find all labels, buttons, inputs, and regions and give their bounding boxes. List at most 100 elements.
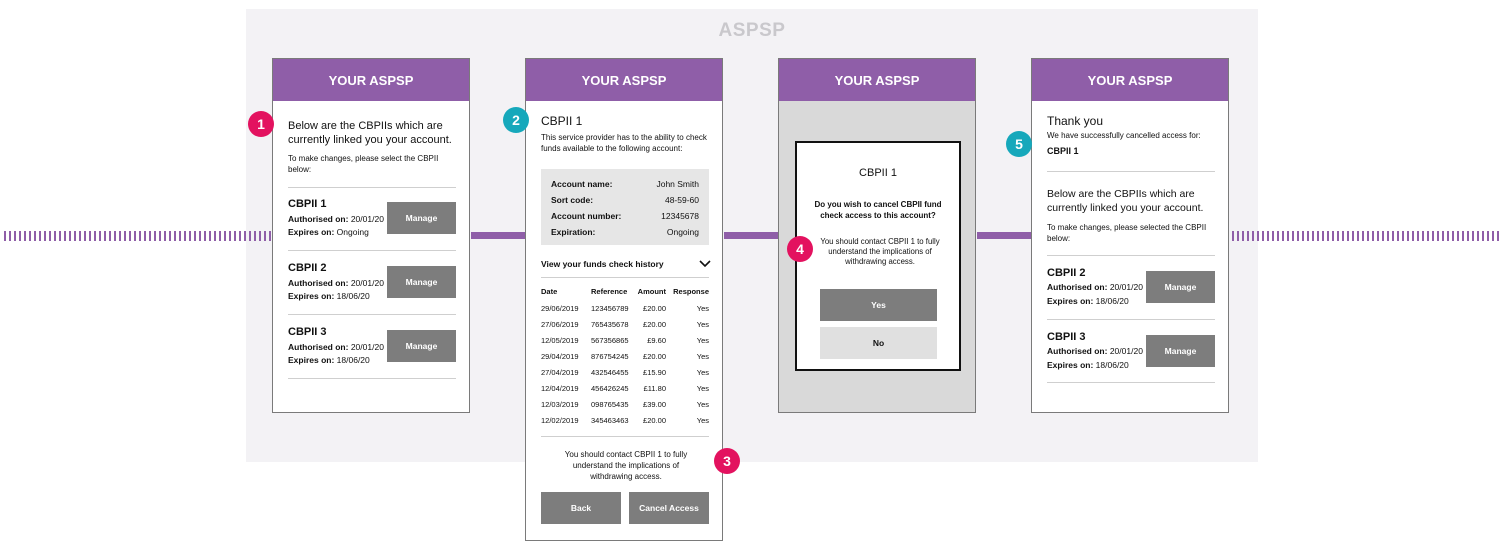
account-row: Expiration:Ongoing (551, 227, 699, 237)
divider (288, 378, 456, 379)
table-cell: 29/06/2019 (541, 304, 579, 313)
table-header-cell: Amount (637, 287, 666, 296)
table-cell: 27/04/2019 (541, 368, 579, 377)
table-cell: Yes (696, 384, 709, 393)
cbpii-name: CBPII 2 (1047, 267, 1086, 279)
table-cell: 12/05/2019 (541, 336, 579, 345)
manage-button[interactable]: Manage (387, 330, 456, 362)
no-button[interactable]: No (820, 327, 937, 359)
table-cell: £20.00 (643, 320, 666, 329)
flow-connector-left (4, 231, 272, 241)
table-cell: 29/04/2019 (541, 352, 579, 361)
table-header-cell: Response (673, 287, 709, 296)
flow-connector-3-4 (977, 232, 1032, 239)
back-button[interactable]: Back (541, 492, 621, 524)
history-toggle[interactable]: View your funds check history (541, 256, 711, 272)
chevron-down-icon (699, 260, 711, 268)
table-cell: 098765435 (591, 400, 629, 409)
table-cell: Yes (696, 304, 709, 313)
manage-button[interactable]: Manage (1146, 335, 1215, 367)
screen-confirm-cancel: YOUR ASPSP CBPII 1 Do you wish to cancel… (778, 58, 976, 413)
table-cell: 567356865 (591, 336, 629, 345)
step-badge: 2 (503, 107, 529, 133)
table-cell: £11.80 (643, 384, 666, 393)
table-cell: £20.00 (643, 416, 666, 425)
manage-button[interactable]: Manage (387, 202, 456, 234)
divider (288, 250, 456, 251)
table-cell: £20.00 (643, 304, 666, 313)
intro-text: Below are the CBPIIs which are currently… (288, 120, 452, 146)
table-cell: £9.60 (647, 336, 666, 345)
cbpii-name: CBPII 2 (288, 262, 327, 274)
manage-button[interactable]: Manage (387, 266, 456, 298)
modal-title: CBPII 1 (859, 167, 897, 179)
divider (1047, 319, 1215, 320)
table-cell: Yes (696, 336, 709, 345)
table-cell: Yes (696, 320, 709, 329)
table-cell: 345463463 (591, 416, 629, 425)
divider (288, 314, 456, 315)
detail-description: This service provider has to the ability… (541, 133, 707, 153)
cbpii-name: CBPII 1 (288, 198, 327, 210)
divider (288, 187, 456, 188)
manage-button[interactable]: Manage (1146, 271, 1215, 303)
table-cell: Yes (696, 352, 709, 361)
expires-line: Expires on: 18/06/20 (288, 291, 370, 301)
flow-connector-right (1232, 231, 1500, 241)
table-cell: 27/06/2019 (541, 320, 579, 329)
authorised-line: Authorised on: 20/01/20 (288, 342, 384, 352)
account-summary: Account name:John Smith Sort code:48-59-… (541, 169, 709, 245)
account-row: Sort code:48-59-60 (551, 195, 699, 205)
screen-header: YOUR ASPSP (779, 59, 975, 101)
canvas-title: ASPSP (718, 20, 786, 41)
expires-line: Expires on: 18/06/20 (1047, 360, 1129, 370)
account-row: Account name:John Smith (551, 179, 699, 189)
flow-connector-2-3 (724, 232, 779, 239)
screen-cancel-success: YOUR ASPSP Thank you We have successfull… (1031, 58, 1229, 413)
screen-header: YOUR ASPSP (273, 59, 469, 101)
modal-note: You should contact CBPII 1 to fully unde… (820, 237, 940, 266)
history-label: View your funds check history (541, 259, 664, 269)
account-row: Account number:12345678 (551, 211, 699, 221)
screen-linked-cbpiis: YOUR ASPSP Below are the CBPIIs which ar… (272, 58, 470, 413)
step-badge: 5 (1006, 131, 1032, 157)
table-cell: 12/04/2019 (541, 384, 579, 393)
table-cell: £20.00 (643, 352, 666, 361)
divider (541, 277, 709, 278)
table-header-cell: Reference (591, 287, 628, 296)
authorised-line: Authorised on: 20/01/20 (288, 278, 384, 288)
table-cell: £39.00 (643, 400, 666, 409)
table-cell: 12/03/2019 (541, 400, 579, 409)
cancel-access-button[interactable]: Cancel Access (629, 492, 709, 524)
instruction-text: To make changes, please selected the CBP… (1047, 223, 1207, 243)
divider (541, 436, 709, 437)
step-badge: 1 (248, 111, 274, 137)
expires-line: Expires on: Ongoing (288, 227, 369, 237)
confirm-modal: CBPII 1 Do you wish to cancel CBPII fund… (795, 141, 961, 371)
divider (1047, 382, 1215, 383)
modal-question: Do you wish to cancel CBPII fund check a… (814, 200, 942, 220)
contact-note: You should contact CBPII 1 to fully unde… (564, 450, 688, 481)
table-cell: Yes (696, 400, 709, 409)
screen-cbpii-detail: YOUR ASPSP CBPII 1 This service provider… (525, 58, 723, 541)
step-badge: 3 (714, 448, 740, 474)
table-cell: 123456789 (591, 304, 629, 313)
table-cell: 765435678 (591, 320, 629, 329)
expires-line: Expires on: 18/06/20 (1047, 296, 1129, 306)
table-cell: Yes (696, 368, 709, 377)
instruction-text: To make changes, please select the CBPII… (288, 154, 439, 174)
flow-connector-1-2 (471, 232, 526, 239)
cancelled-line: We have successfully cancelled access fo… (1047, 131, 1201, 140)
intro-text: Below are the CBPIIs which are currently… (1047, 188, 1204, 214)
screen-header: YOUR ASPSP (526, 59, 722, 101)
table-cell: 456426245 (591, 384, 629, 393)
table-cell: £15.90 (643, 368, 666, 377)
table-cell: 432546455 (591, 368, 629, 377)
authorised-line: Authorised on: 20/01/20 (1047, 346, 1143, 356)
table-cell: Yes (696, 416, 709, 425)
table-cell: 12/02/2019 (541, 416, 579, 425)
detail-title: CBPII 1 (541, 114, 583, 128)
step-badge: 4 (787, 236, 813, 262)
yes-button[interactable]: Yes (820, 289, 937, 321)
cancelled-name: CBPII 1 (1047, 146, 1079, 156)
